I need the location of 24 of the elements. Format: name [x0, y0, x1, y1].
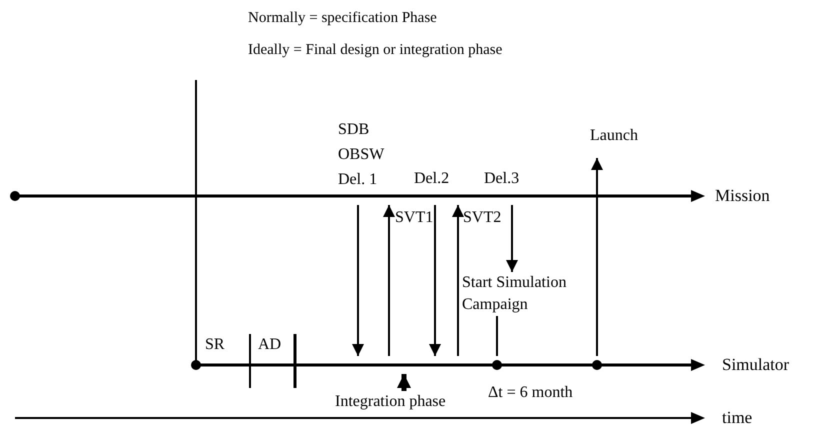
edge-label: Launch	[590, 126, 638, 146]
edge-label: SDB OBSW Del. 1	[338, 120, 386, 190]
duration-label: Δt = 6 month	[488, 383, 573, 403]
arrow	[452, 205, 464, 356]
phase-label: SR	[205, 335, 225, 355]
arrow	[383, 205, 395, 356]
edge-label: Del.3	[484, 169, 520, 189]
annotation-text: Start Simulation Campaign	[462, 273, 568, 315]
axis-label: time	[722, 407, 752, 429]
arrow	[352, 205, 364, 356]
phase-label: AD	[258, 335, 282, 355]
edge-label: Del.2	[414, 169, 450, 189]
arrow	[397, 374, 411, 391]
arrow	[591, 158, 603, 356]
annotation-text: Integration phase	[335, 392, 447, 412]
edge-label: SVT1	[395, 208, 434, 228]
timeline-label: Simulator	[722, 354, 790, 376]
arrow	[429, 205, 441, 356]
note-text: Normally = specification Phase	[248, 9, 437, 28]
timeline-label: Mission	[715, 185, 770, 207]
leader-line	[496, 316, 498, 356]
note-text: Ideally = Final design or integration phase	[248, 41, 502, 60]
edge-label: SVT2	[463, 208, 502, 228]
arrow	[506, 205, 518, 272]
